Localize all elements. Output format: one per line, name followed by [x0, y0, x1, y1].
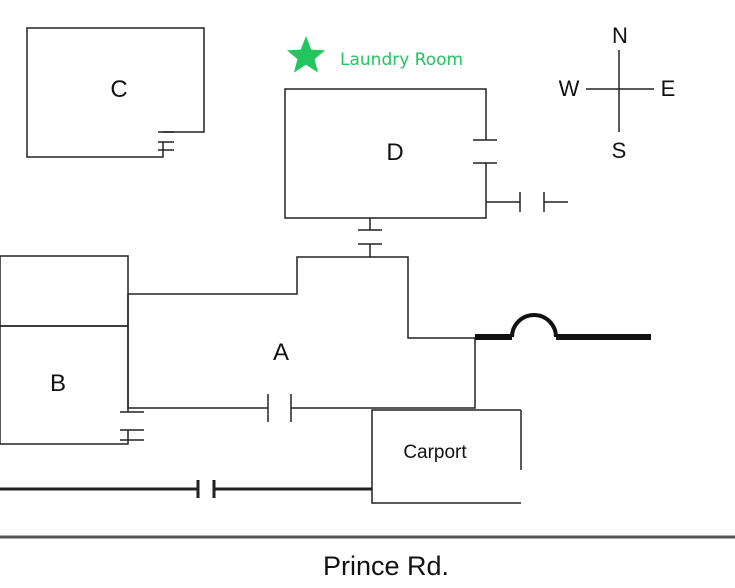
building-a-label: A: [273, 339, 289, 366]
building-b: B: [0, 255, 144, 445]
building-d-label: D: [386, 139, 403, 166]
carport-label: Carport: [403, 442, 467, 463]
driveway-gate: [0, 480, 372, 498]
building-d-outline: [284, 88, 487, 219]
building-b-outline: [0, 325, 129, 445]
building-b-north-section: [0, 255, 129, 327]
building-a-outline: [128, 256, 476, 409]
compass-rose: N S E W: [559, 23, 676, 163]
compass-north: N: [612, 23, 628, 48]
laundry-room-label: Laundry Room: [340, 50, 463, 70]
building-a-south-door: [267, 394, 292, 422]
building-b-door: [120, 411, 144, 441]
north-boundary-wall: [475, 313, 651, 340]
road-label: Prince Rd.: [323, 551, 449, 581]
building-d-east-gate: [486, 192, 568, 212]
compass-south: S: [612, 138, 627, 163]
building-d: D: [284, 88, 568, 219]
carport-outline: [371, 409, 521, 504]
star-icon: [286, 36, 326, 73]
building-c-outline: [26, 27, 205, 158]
carport: Carport: [371, 409, 522, 504]
building-d-east-door: [473, 139, 497, 164]
compass-west: W: [559, 76, 580, 101]
building-a: A: [127, 256, 476, 422]
road: Prince Rd.: [0, 535, 735, 581]
building-c-door: [158, 131, 174, 151]
compass-east: E: [661, 76, 676, 101]
laundry-room-marker: Laundry Room: [286, 36, 463, 73]
building-c: C: [26, 27, 205, 158]
building-c-label: C: [110, 76, 127, 103]
building-b-label: B: [50, 370, 66, 397]
passage-d-to-a: [358, 218, 382, 257]
